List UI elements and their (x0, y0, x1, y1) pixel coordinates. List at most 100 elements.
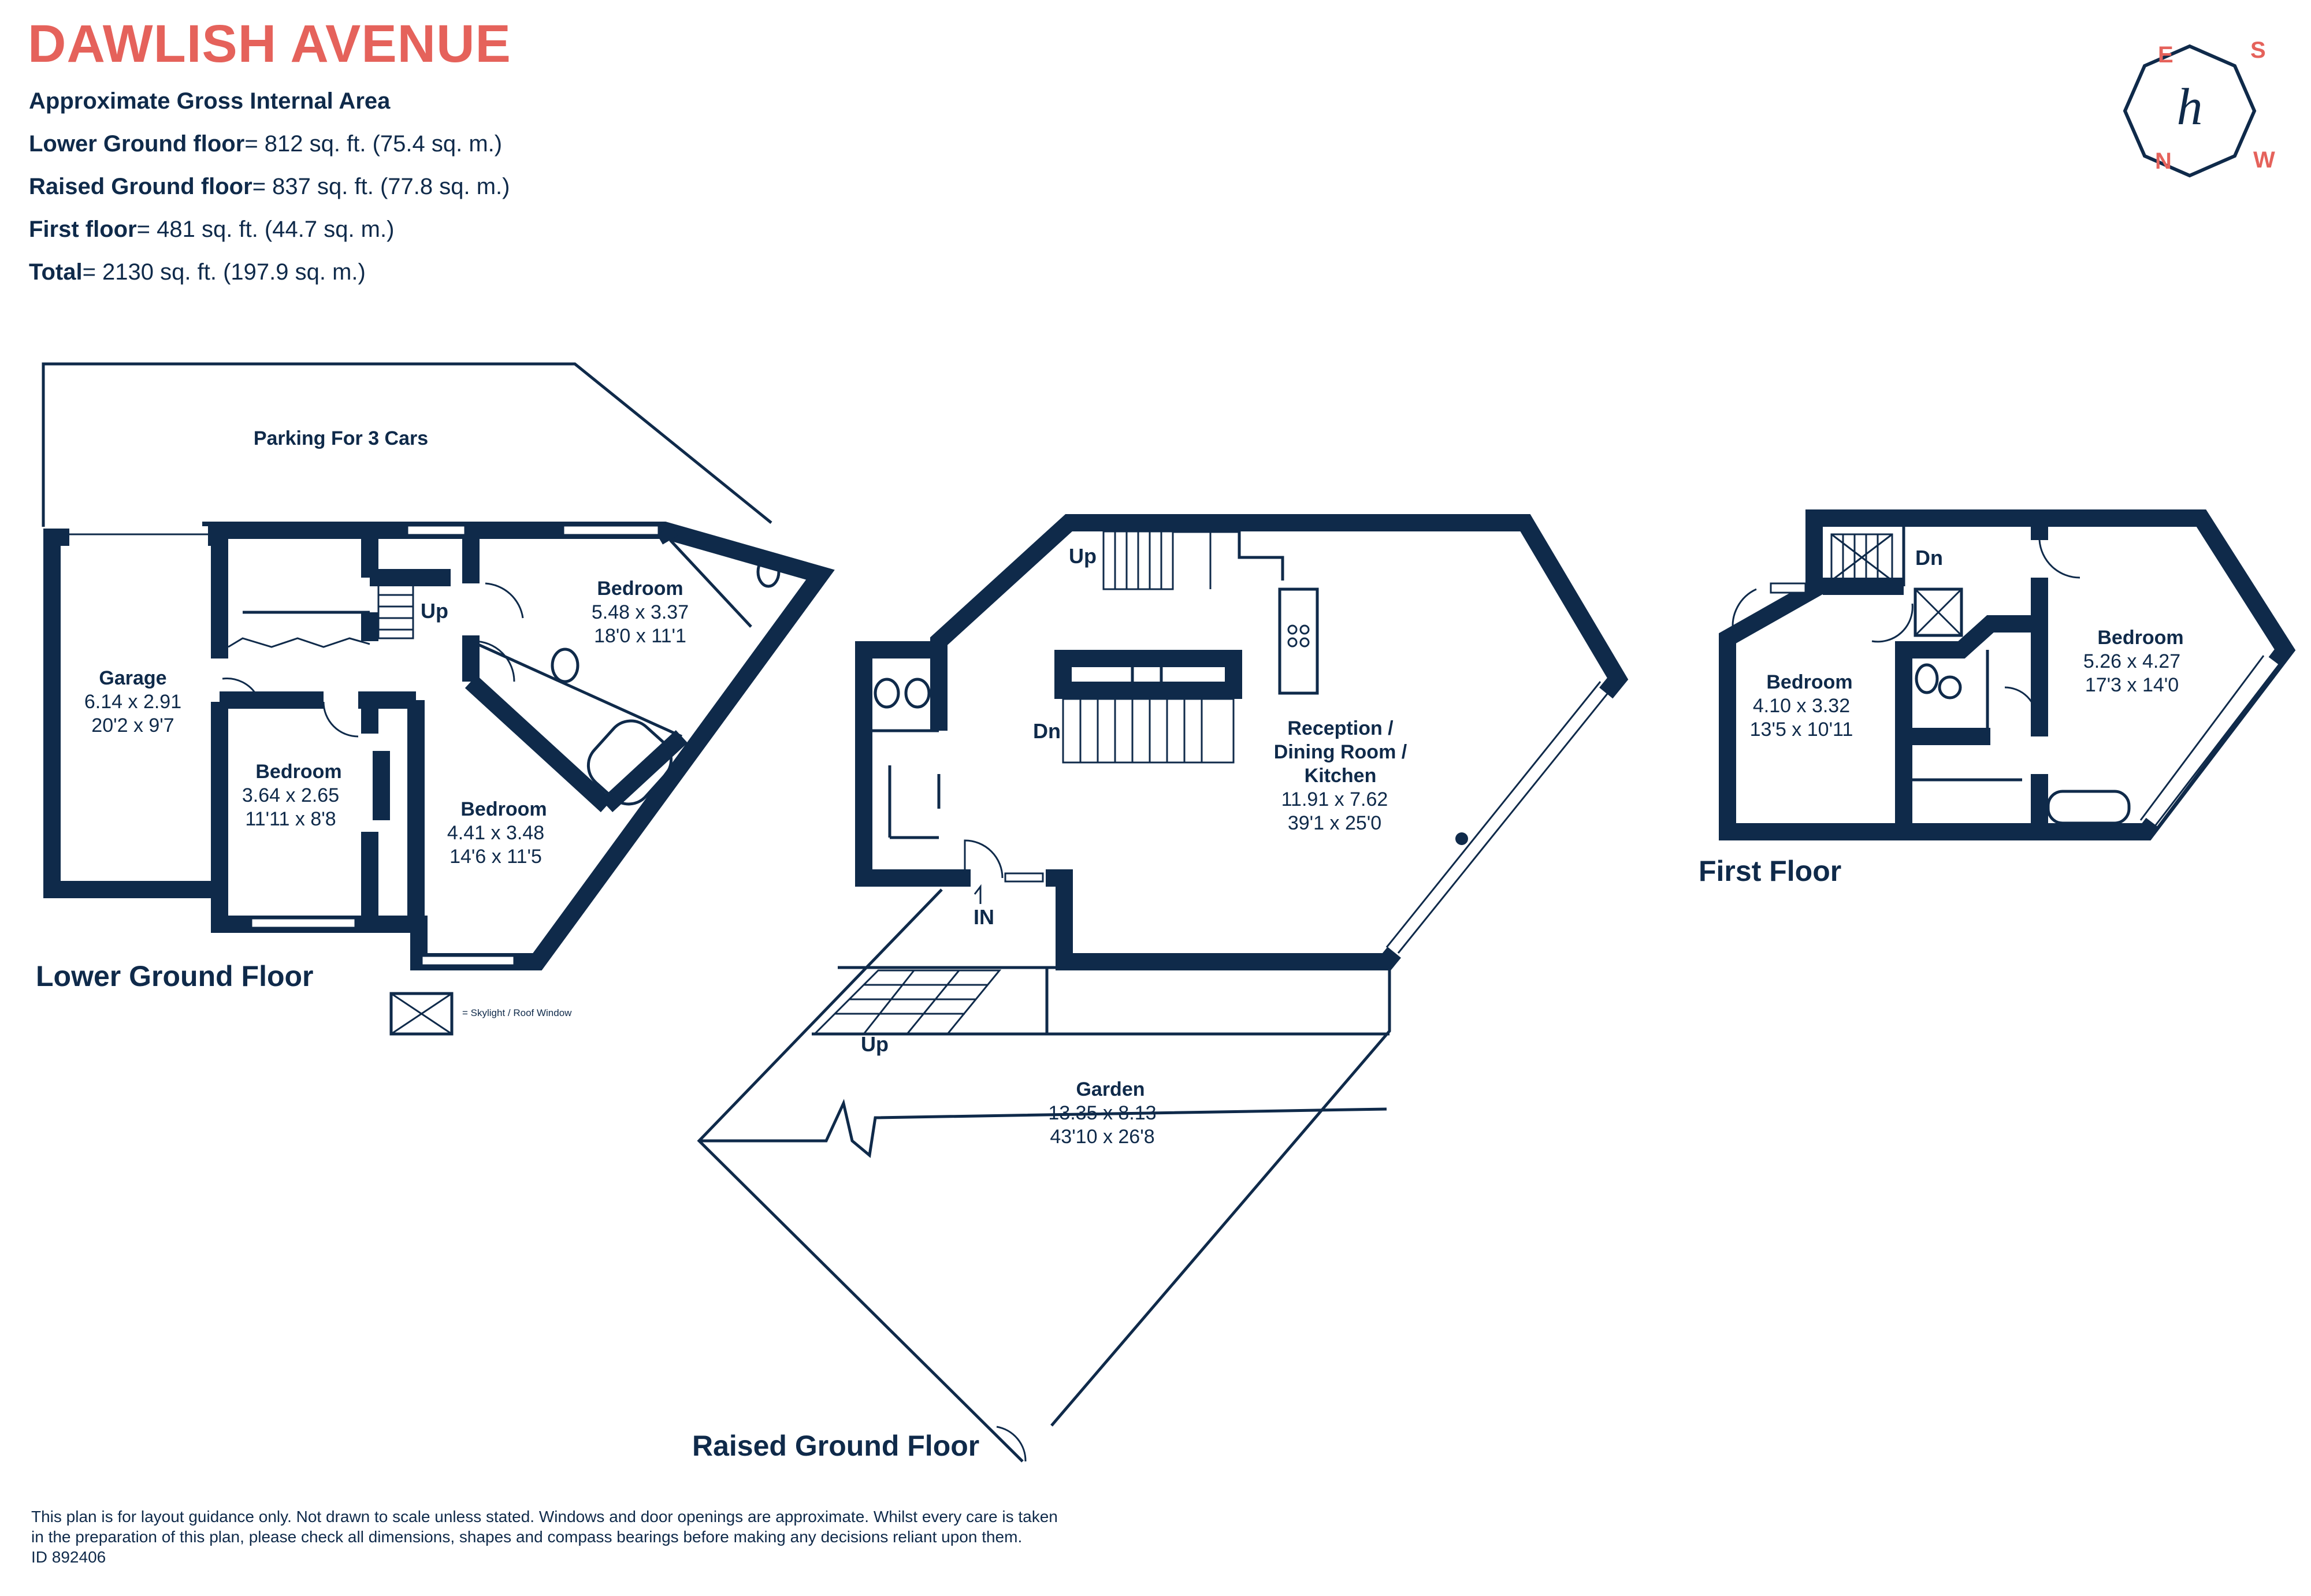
room-dimensions-imperial: 14'6 x 11'5 (449, 846, 542, 868)
room-dimensions-imperial: 20'2 x 9'7 (91, 715, 174, 736)
stair-cross (1831, 533, 1893, 582)
entrance-label: IN (974, 905, 994, 929)
window (1770, 582, 1807, 594)
room-dimensions-metric: 5.26 x 4.27 (2083, 650, 2180, 672)
raised-ground-stair-up (1102, 530, 1239, 590)
door-swing (2004, 686, 2038, 720)
toilet-icon (1915, 663, 1939, 694)
room-dimensions-metric: 3.64 x 2.65 (242, 784, 339, 806)
room-dimensions-imperial: 18'0 x 11'1 (594, 625, 686, 647)
room-dimensions-imperial: 11'11 x 8'8 (245, 808, 336, 830)
garden-area: Garden 13.35 x 8.13 43'10 x 26'8 (1048, 1078, 1156, 1148)
compass-west-label: W (2253, 147, 2275, 173)
stair-dn-label: Dn (1915, 546, 1943, 570)
raised-ground-stair-dn (1054, 650, 1242, 764)
door-swing (1732, 588, 1757, 633)
door-swing (473, 640, 515, 682)
area-row-first-floor: First floor= 481 sq. ft. (44.7 sq. m.) (29, 208, 510, 251)
room-dimensions-metric: 4.41 x 3.48 (447, 822, 544, 844)
basin-icon (904, 678, 931, 709)
raised-ground-outer-wall (855, 514, 1629, 970)
room-name: Bedroom (1766, 671, 1852, 693)
room-name: Garage (99, 667, 166, 689)
garden-boundary (697, 888, 1024, 1463)
bath-icon (2046, 790, 2131, 825)
window-glazing (2139, 655, 2265, 821)
window (421, 955, 515, 966)
compass-south-label: S (2250, 38, 2266, 63)
window (562, 524, 660, 536)
room-name: Bedroom (2097, 627, 2183, 649)
bedroom-lower-c: Bedroom 4.41 x 3.48 14'6 x 11'5 (447, 798, 547, 868)
garden-steps (812, 969, 1002, 1035)
parking-boundary (42, 362, 772, 527)
door-swing (222, 678, 258, 697)
bath-icon (586, 719, 673, 806)
door-swing (485, 582, 524, 619)
kitchen-unit (1238, 531, 1284, 581)
room-name: Bedroom (255, 761, 341, 783)
garden-steps-label: Up (861, 1032, 889, 1056)
page-title: DAWLISH AVENUE (28, 14, 511, 73)
area-label: Total (29, 259, 83, 285)
interior-wall (465, 675, 613, 813)
kitchen-counter (1278, 587, 1319, 695)
floor-label-first: First Floor (1699, 855, 1841, 887)
toilet-icon (756, 556, 781, 588)
door-swing (322, 701, 359, 738)
entrance-arrow-icon (974, 884, 982, 904)
first-floor-skylight (1914, 587, 1963, 637)
floor-label-lower-ground: Lower Ground Floor (36, 960, 314, 992)
kitchen-island (1054, 650, 1242, 699)
lower-ground-floor: Parking For 3 Cars Up Garage 6.14 x 2.91… (36, 362, 835, 992)
area-value: = 2130 sq. ft. (197.9 sq. m.) (82, 259, 366, 285)
area-label: Raised Ground floor (29, 174, 252, 199)
step-line (863, 970, 915, 1035)
window (250, 917, 356, 929)
raised-ground-floor: Up Dn IN Up Reception / Dining Room / Ki… (692, 514, 1629, 1463)
area-heading: Approximate Gross Internal Area (29, 88, 391, 114)
door-swing (1871, 603, 1914, 643)
bedroom-lower-b: Bedroom 3.64 x 2.65 11'11 x 8'8 (242, 761, 342, 830)
lower-ground-stair (228, 582, 414, 648)
window (1004, 872, 1044, 883)
basin-icon (1938, 675, 1962, 700)
first-floor: Dn Bedroom 4.10 x 3.32 13'5 x 10'11 Bedr… (1699, 509, 2296, 887)
area-value: = 812 sq. ft. (75.4 sq. m.) (244, 131, 503, 157)
compass: h E S N W (2123, 38, 2275, 178)
gate-swing (996, 1426, 1027, 1462)
stair-winder (228, 637, 370, 648)
interior-wall (1904, 615, 2039, 659)
interior-wall (657, 526, 678, 545)
window-gap (1387, 687, 1614, 959)
window-glazing (2154, 664, 2280, 827)
room-name-line3: Kitchen (1305, 765, 1377, 787)
room-dimensions-imperial: 43'10 x 26'8 (1050, 1126, 1154, 1148)
first-floor-stair (1830, 533, 1893, 582)
window-glazing (1385, 681, 1602, 948)
garden-boundary (1050, 968, 1391, 1427)
garage-room: Garage 6.14 x 2.91 20'2 x 9'7 (84, 667, 181, 736)
lower-ground-outer-wall (43, 522, 835, 970)
disclaimer: This plan is for layout guidance only. N… (31, 1506, 1058, 1567)
compass-ring-icon (2123, 44, 2257, 178)
area-row-total: Total= 2130 sq. ft. (197.9 sq. m.) (29, 251, 510, 293)
interior-wall (669, 539, 752, 628)
stair-icon (1830, 533, 1893, 582)
door-swing (2038, 540, 2080, 579)
parking-label: Parking For 3 Cars (254, 427, 428, 449)
room-name-line1: Reception / (1287, 717, 1394, 739)
window-glazing (1397, 684, 1616, 954)
area-value: = 837 sq. ft. (77.8 sq. m.) (252, 174, 510, 199)
reception-room: Reception / Dining Room / Kitchen 11.91 … (1274, 717, 1407, 834)
toilet-icon (874, 678, 900, 709)
area-row-lower-ground: Lower Ground floor= 812 sq. ft. (75.4 sq… (29, 122, 510, 165)
compass-east-label: E (2158, 42, 2173, 68)
sink-icon (1131, 661, 1163, 688)
stair-icon (1062, 698, 1235, 764)
area-label: First floor (29, 217, 137, 242)
step-line (906, 970, 960, 1035)
skylight-key-label: = Skylight / Roof Window (462, 1007, 572, 1018)
bedroom-first-b: Bedroom 5.26 x 4.27 17'3 x 14'0 (2083, 627, 2184, 696)
